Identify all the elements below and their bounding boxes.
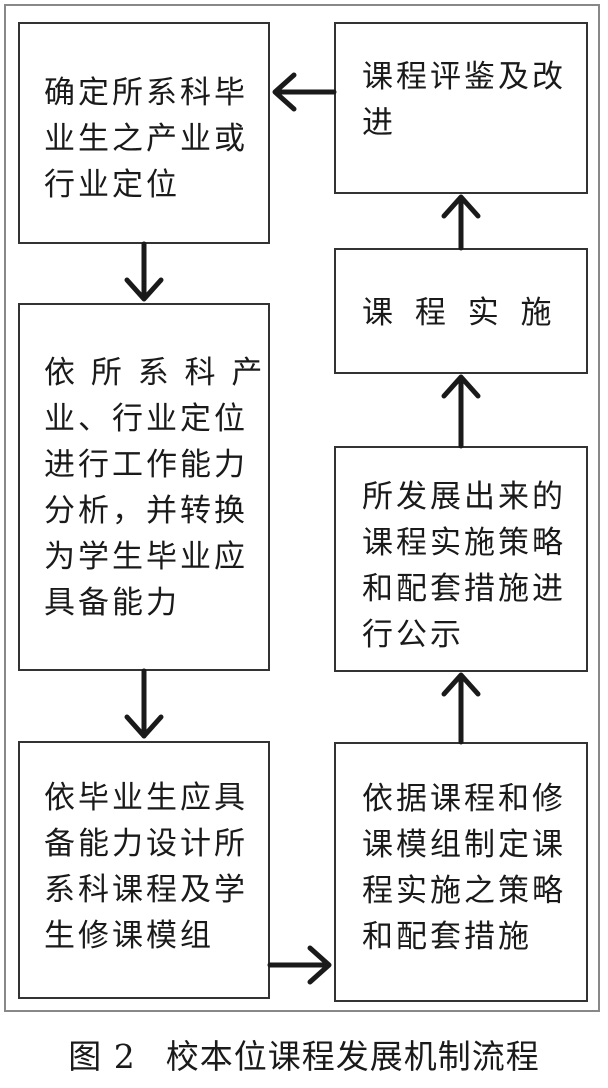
box-implement: 课 程 实 施 [334, 248, 588, 374]
arrow-publish-to-implement [441, 374, 481, 449]
figure-caption: 图 2 校本位课程发展机制流程 [0, 1030, 608, 1078]
box-publish-strategy: 所发展出来的 课程实施策略 和配套措施进 行公示 [334, 446, 588, 672]
box-evaluate-text: 课程评鉴及改 进 [362, 59, 566, 141]
box-define-position-text: 确定所系科毕 业生之产业或 行业定位 [44, 75, 248, 203]
box-design-course-text: 依毕业生应具 备能力设计所 系科课程及学 生修课模组 [44, 780, 248, 954]
box-implement-text: 课 程 实 施 [362, 295, 558, 331]
box-evaluate: 课程评鉴及改 进 [334, 22, 588, 194]
arrow-implement-to-evaluate [441, 194, 481, 251]
arrow-evaluate-to-define [272, 72, 337, 112]
box-publish-strategy-text: 所发展出来的 课程实施策略 和配套措施进 行公示 [362, 479, 566, 653]
figure-number: 图 2 [68, 1037, 136, 1076]
box-analyze-ability: 依 所 系 科 产 业、行业定位 进行工作能力 分析，并转换 为学生毕业应 具备… [18, 303, 270, 671]
arrow-design-to-formulate [267, 945, 332, 985]
arrow-analyze-to-design [124, 668, 164, 739]
box-formulate-strategy: 依据课程和修 课模组制定课 程实施之策略 和配套措施 [334, 742, 588, 1002]
box-analyze-ability-text: 依 所 系 科 产 业、行业定位 进行工作能力 分析，并转换 为学生毕业应 具备… [44, 355, 266, 621]
box-design-course: 依毕业生应具 备能力设计所 系科课程及学 生修课模组 [18, 741, 270, 999]
figure-title: 校本位课程发展机制流程 [165, 1037, 540, 1076]
box-formulate-strategy-text: 依据课程和修 课模组制定课 程实施之策略 和配套措施 [362, 781, 566, 955]
arrow-formulate-to-publish [441, 672, 481, 745]
figure-frame [4, 4, 600, 1012]
arrow-define-to-analyze [124, 241, 164, 302]
